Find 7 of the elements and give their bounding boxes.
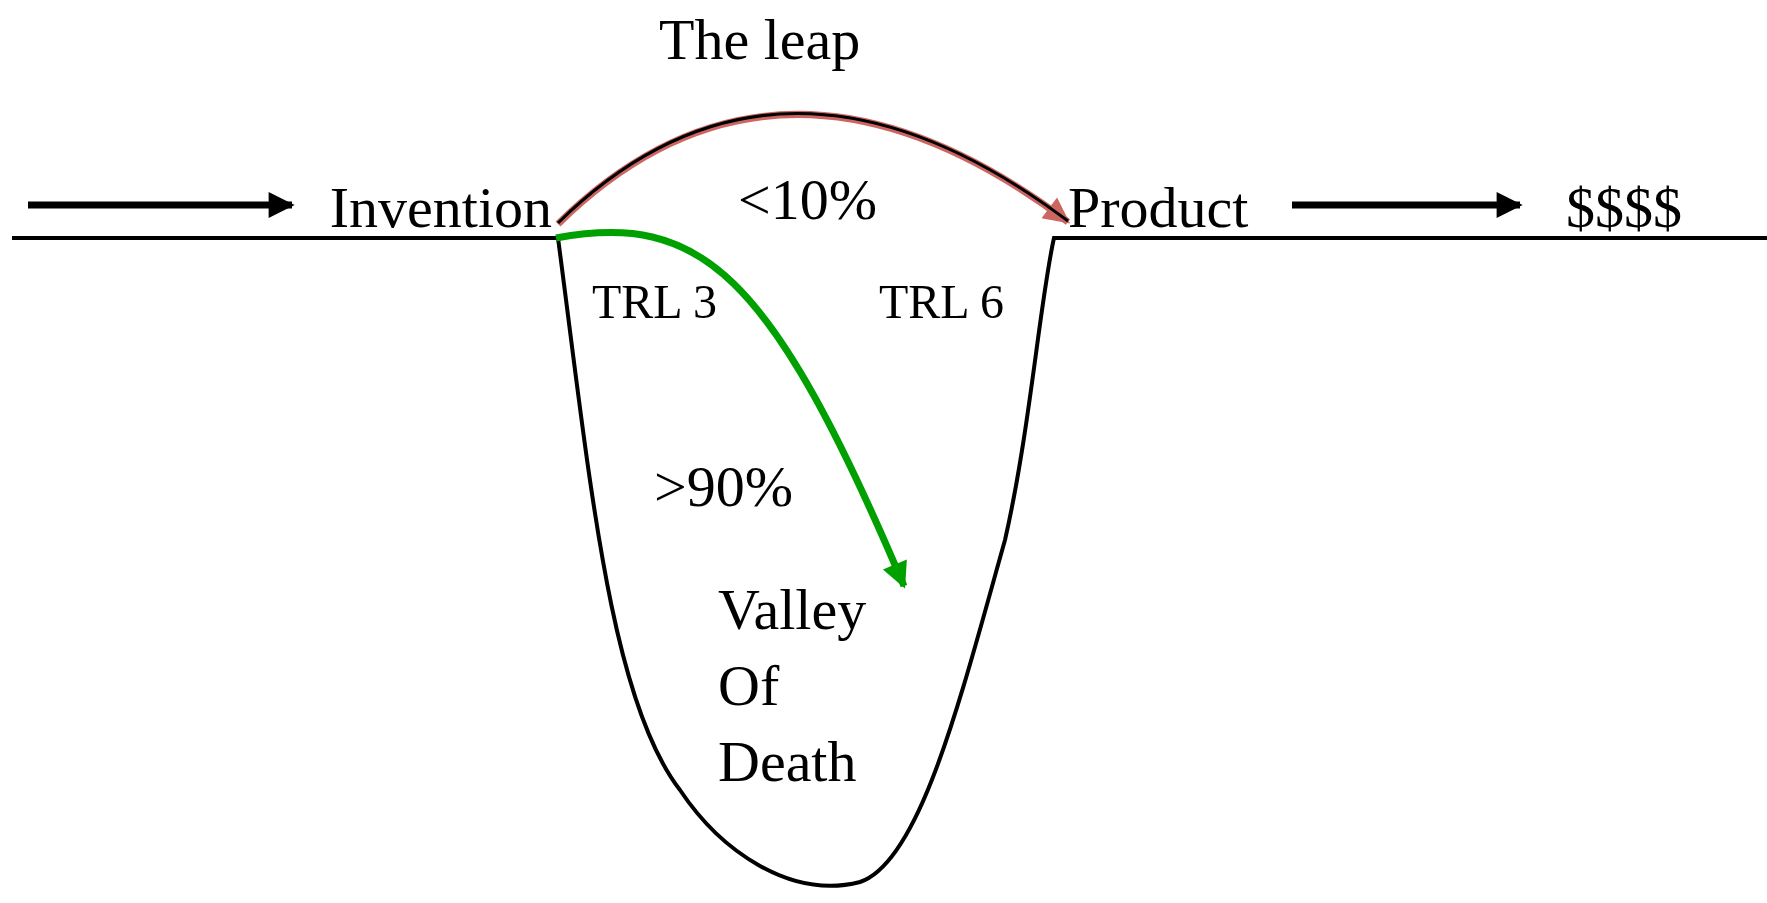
text-label: <10%	[738, 168, 878, 232]
node-label: Product	[1068, 175, 1249, 240]
text-label: TRL 6	[879, 276, 1004, 329]
node-label: $$$$	[1566, 175, 1682, 240]
node-label: Invention	[329, 175, 552, 240]
text-label: TRL 3	[592, 276, 717, 329]
node-label: Valley Of Death	[718, 577, 867, 794]
